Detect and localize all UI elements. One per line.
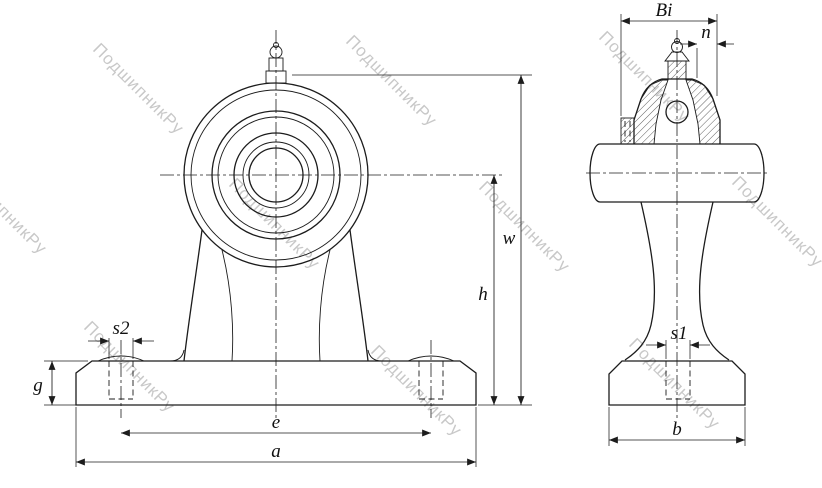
dim-label-bi: Bi bbox=[656, 0, 673, 21]
dim-label-h: h bbox=[478, 284, 488, 305]
base-outline-side bbox=[608, 360, 746, 406]
grease-fitting-side bbox=[664, 38, 690, 80]
shaft-right-end bbox=[753, 143, 765, 203]
left-slot-boss bbox=[97, 355, 145, 362]
dim-label-g: g bbox=[33, 375, 43, 396]
base-outline-front bbox=[75, 360, 477, 406]
housing-section-left-hatch bbox=[633, 79, 669, 145]
column-right-edge bbox=[349, 229, 369, 362]
dimensions-side: Bi n s1 b bbox=[608, 0, 746, 446]
side-column-right-edge bbox=[698, 201, 730, 361]
right-slot-boss bbox=[407, 355, 455, 362]
front-view bbox=[75, 30, 502, 420]
dim-label-n: n bbox=[701, 22, 711, 43]
dim-label-e: e bbox=[272, 412, 280, 433]
shaft-left-end bbox=[589, 143, 601, 203]
dim-label-s2: s2 bbox=[113, 318, 130, 339]
bearing-outer-ring-circle bbox=[211, 110, 341, 240]
column-left-rib bbox=[221, 249, 234, 362]
dim-label-s1: s1 bbox=[671, 323, 688, 344]
watermark-text: ПодшипникРу bbox=[342, 31, 441, 130]
setscrew-collar bbox=[620, 117, 635, 145]
watermark-text: ПодшипникРу bbox=[0, 159, 51, 258]
watermark-text: ПодшипникРу bbox=[475, 177, 574, 276]
right-mounting-slot-hidden bbox=[418, 361, 444, 400]
dim-label-b: b bbox=[672, 419, 682, 440]
side-slot-hidden bbox=[665, 361, 691, 400]
watermark-text: ПодшипникРу bbox=[80, 317, 179, 416]
column-left-fillet bbox=[169, 349, 185, 362]
dimensions-front: w h s2 g e a bbox=[33, 74, 532, 467]
bearing-ball bbox=[665, 100, 689, 124]
dim-label-a: a bbox=[271, 441, 281, 462]
grease-fitting-front bbox=[265, 42, 287, 84]
housing-inner-circle bbox=[190, 89, 362, 261]
side-column-left-edge bbox=[624, 201, 656, 361]
watermark-text: ПодшипникРу bbox=[89, 39, 188, 138]
dim-label-w: w bbox=[503, 228, 516, 249]
bearing-race-circle bbox=[217, 116, 335, 234]
left-mounting-slot-hidden bbox=[108, 361, 134, 400]
watermark-text: ПодшипникРу bbox=[225, 174, 324, 273]
watermark-text: ПодшипникРу bbox=[728, 172, 822, 271]
watermark-text: ПодшипникРу bbox=[367, 341, 466, 440]
side-view bbox=[586, 30, 770, 420]
inner-ring-circle bbox=[233, 132, 319, 218]
column-left-edge bbox=[183, 229, 203, 362]
bore-circle bbox=[248, 147, 304, 203]
inner-ring-face-circle bbox=[242, 141, 310, 209]
column-right-rib bbox=[318, 249, 331, 362]
